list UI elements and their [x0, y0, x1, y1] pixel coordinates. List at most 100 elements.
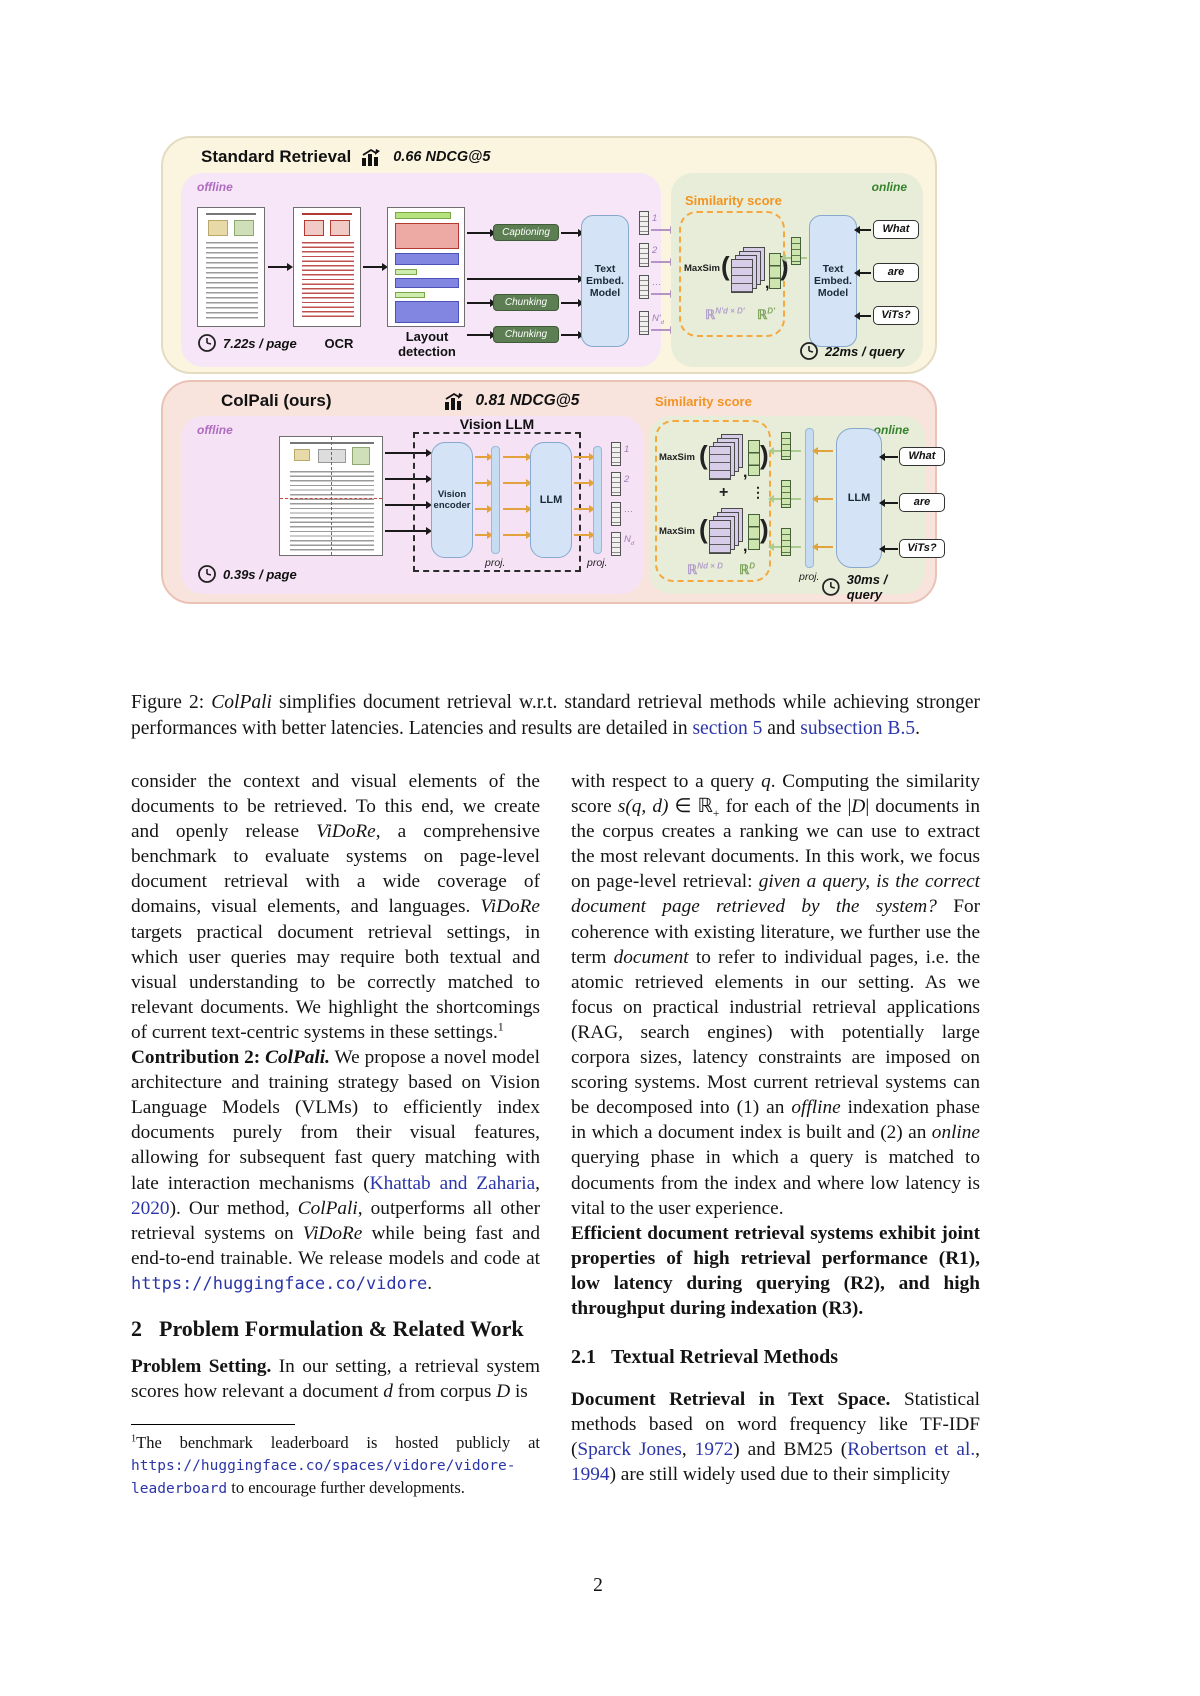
- section-heading-2: 2 Problem Formulation & Related Work: [131, 1316, 540, 1341]
- llm-proj-arrow-3: [812, 543, 833, 551]
- query-token-are: are: [873, 263, 919, 282]
- clock-icon: [198, 334, 216, 352]
- arrow-query3-llm: [879, 545, 898, 553]
- clock-icon: [800, 342, 818, 360]
- embedding-arrow-2: [651, 258, 676, 266]
- paren-close-1: ): [760, 440, 769, 470]
- paren-open: (: [721, 251, 730, 281]
- chunking-chip-1: Chunking: [493, 294, 559, 311]
- inline-link[interactable]: section 5: [692, 718, 763, 739]
- inline-link[interactable]: 1972: [694, 1439, 734, 1461]
- arrow-query3-model: [854, 312, 871, 320]
- right-column: with respect to a query q. Computing the…: [571, 769, 980, 1488]
- colpali-query-vits: ViTs?: [899, 539, 945, 558]
- colpali-panel: ColPali (ours) 0.81 NDCG@5 Similarity sc…: [161, 380, 945, 604]
- proj-label-3: proj.: [799, 571, 820, 583]
- patch-arrow-3: [385, 501, 432, 509]
- layout-detection-label: Layout detection: [398, 329, 456, 359]
- standard-ndcg-score: 0.66 NDCG@5: [393, 149, 491, 165]
- query-stack-2: [781, 480, 791, 508]
- proj-llm-arrow-3: [503, 505, 532, 513]
- ocr-label: OCR: [324, 336, 354, 351]
- paragraph-document-retrieval: Document Retrieval in Text Space. Statis…: [571, 1389, 980, 1486]
- paragraph-contribution-2: Contribution 2: ColPali. We propose a no…: [131, 1047, 540, 1294]
- colpali-stack-label-1: 1: [624, 444, 630, 455]
- subsection-number: 2.1: [571, 1346, 596, 1369]
- standard-retrieval-panel: Standard Retrieval 0.66 NDCG@5 offline: [161, 136, 937, 374]
- enc-proj-arrow-3: [475, 505, 493, 513]
- doc-matrix-stack-2: [709, 508, 743, 554]
- doc-embedding-stack-2: [639, 243, 649, 267]
- stack-label-3: …: [652, 277, 662, 288]
- doc-embedding-stack-4: [639, 311, 649, 335]
- paragraph-problem-setting: Problem Setting. In our setting, a retri…: [131, 1356, 541, 1403]
- paren-close-2: ): [760, 514, 769, 544]
- llm-out-arrow-1: [574, 453, 595, 461]
- query-stack-3: [781, 528, 791, 556]
- paren-open-1: (: [699, 440, 708, 470]
- inline-link[interactable]: https://huggingface.co/vidore: [131, 1273, 428, 1294]
- standard-title: Standard Retrieval: [201, 147, 352, 166]
- similarity-score-box: MaxSim ( , ) ℝN′d × D′ ℝD′: [679, 211, 789, 337]
- colpali-title: ColPali (ours): [221, 391, 332, 410]
- colpali-stack-label-4: Nd: [624, 534, 635, 547]
- arrow-layout-captioning: [467, 229, 496, 237]
- vision-llm-box: [413, 432, 581, 572]
- inline-link[interactable]: 2020: [131, 1197, 170, 1219]
- colpali-online-latency-text: 30ms / query: [846, 572, 888, 602]
- paragraph: consider the context and visual elements…: [131, 771, 540, 1043]
- proj-llm-arrow-4: [503, 531, 532, 539]
- offline-latency: 7.22s / page: [197, 333, 297, 353]
- arrow-query1-llm: [879, 453, 898, 461]
- colpali-online-latency: 30ms / query: [821, 572, 925, 602]
- embedding-arrow-4: [651, 326, 676, 334]
- section-number: 2: [131, 1315, 142, 1341]
- doc-matrix-stack-1: [709, 434, 743, 480]
- maxsim-label-2: MaxSim: [659, 526, 695, 537]
- inline-link[interactable]: Robertson et al.: [847, 1439, 976, 1461]
- online-label: online: [871, 180, 907, 194]
- arrow-layout-chunking1: [467, 299, 496, 307]
- section-title: Problem Formulation & Related Work: [159, 1315, 524, 1341]
- plus-sign: +: [719, 484, 729, 501]
- arrow-doc2-doc3: [363, 263, 388, 271]
- doc-embedding-stack-1: [639, 211, 649, 235]
- inline-link[interactable]: Sparck Jones: [577, 1439, 682, 1461]
- online-label: online: [873, 423, 909, 437]
- paren-open-2: (: [699, 514, 708, 544]
- embedding-arrow-1: [651, 226, 676, 234]
- inline-link[interactable]: Khattab and Zaharia: [369, 1172, 536, 1194]
- paren-close: ): [780, 251, 789, 281]
- inline-link[interactable]: https://huggingface.co/spaces/vidore/vid…: [131, 1457, 516, 1498]
- r-dim-query: ℝD: [739, 561, 756, 577]
- vision-encoder-box: Vision encoder: [431, 442, 473, 558]
- llm-box-online: LLM: [836, 428, 882, 568]
- colpali-query-what: What: [899, 447, 945, 466]
- doc-matrix-stack: [731, 247, 765, 293]
- query-stack-1: [781, 432, 791, 460]
- maxsim-label-1: MaxSim: [659, 452, 695, 463]
- arrow-chunking2-model: [561, 331, 584, 339]
- paragraph-requirements: Efficient document retrieval systems exh…: [571, 1222, 980, 1319]
- inline-link[interactable]: 1994: [571, 1464, 610, 1486]
- stack-label-1: 1: [652, 213, 658, 224]
- enc-proj-arrow-1: [475, 453, 493, 461]
- offline-label: offline: [197, 423, 233, 437]
- query-vector-1: [748, 440, 760, 476]
- colpali-online-box: online MaxSim ( , ) + ⋮ MaxSim ( , ): [649, 416, 945, 602]
- llm-proj-arrow-2: [812, 495, 833, 503]
- embedding-arrow-3: [651, 290, 676, 298]
- document-thumbnail-layout: [387, 207, 465, 327]
- llm-out-arrow-4: [574, 531, 595, 539]
- query-token-what: What: [873, 220, 919, 239]
- text-embed-model-box-online: Text Embed. Model: [809, 215, 857, 347]
- colpali-ndcg-score: 0.81 NDCG@5: [475, 392, 580, 409]
- document-thumbnail-page: [279, 436, 383, 556]
- offline-label: offline: [197, 180, 233, 194]
- document-thumbnail-original: [197, 207, 265, 327]
- arrow-layout-model: [467, 275, 584, 283]
- inline-link[interactable]: subsection B.5: [800, 718, 916, 739]
- comma: ,: [765, 275, 770, 292]
- patch-arrow-1: [385, 449, 432, 457]
